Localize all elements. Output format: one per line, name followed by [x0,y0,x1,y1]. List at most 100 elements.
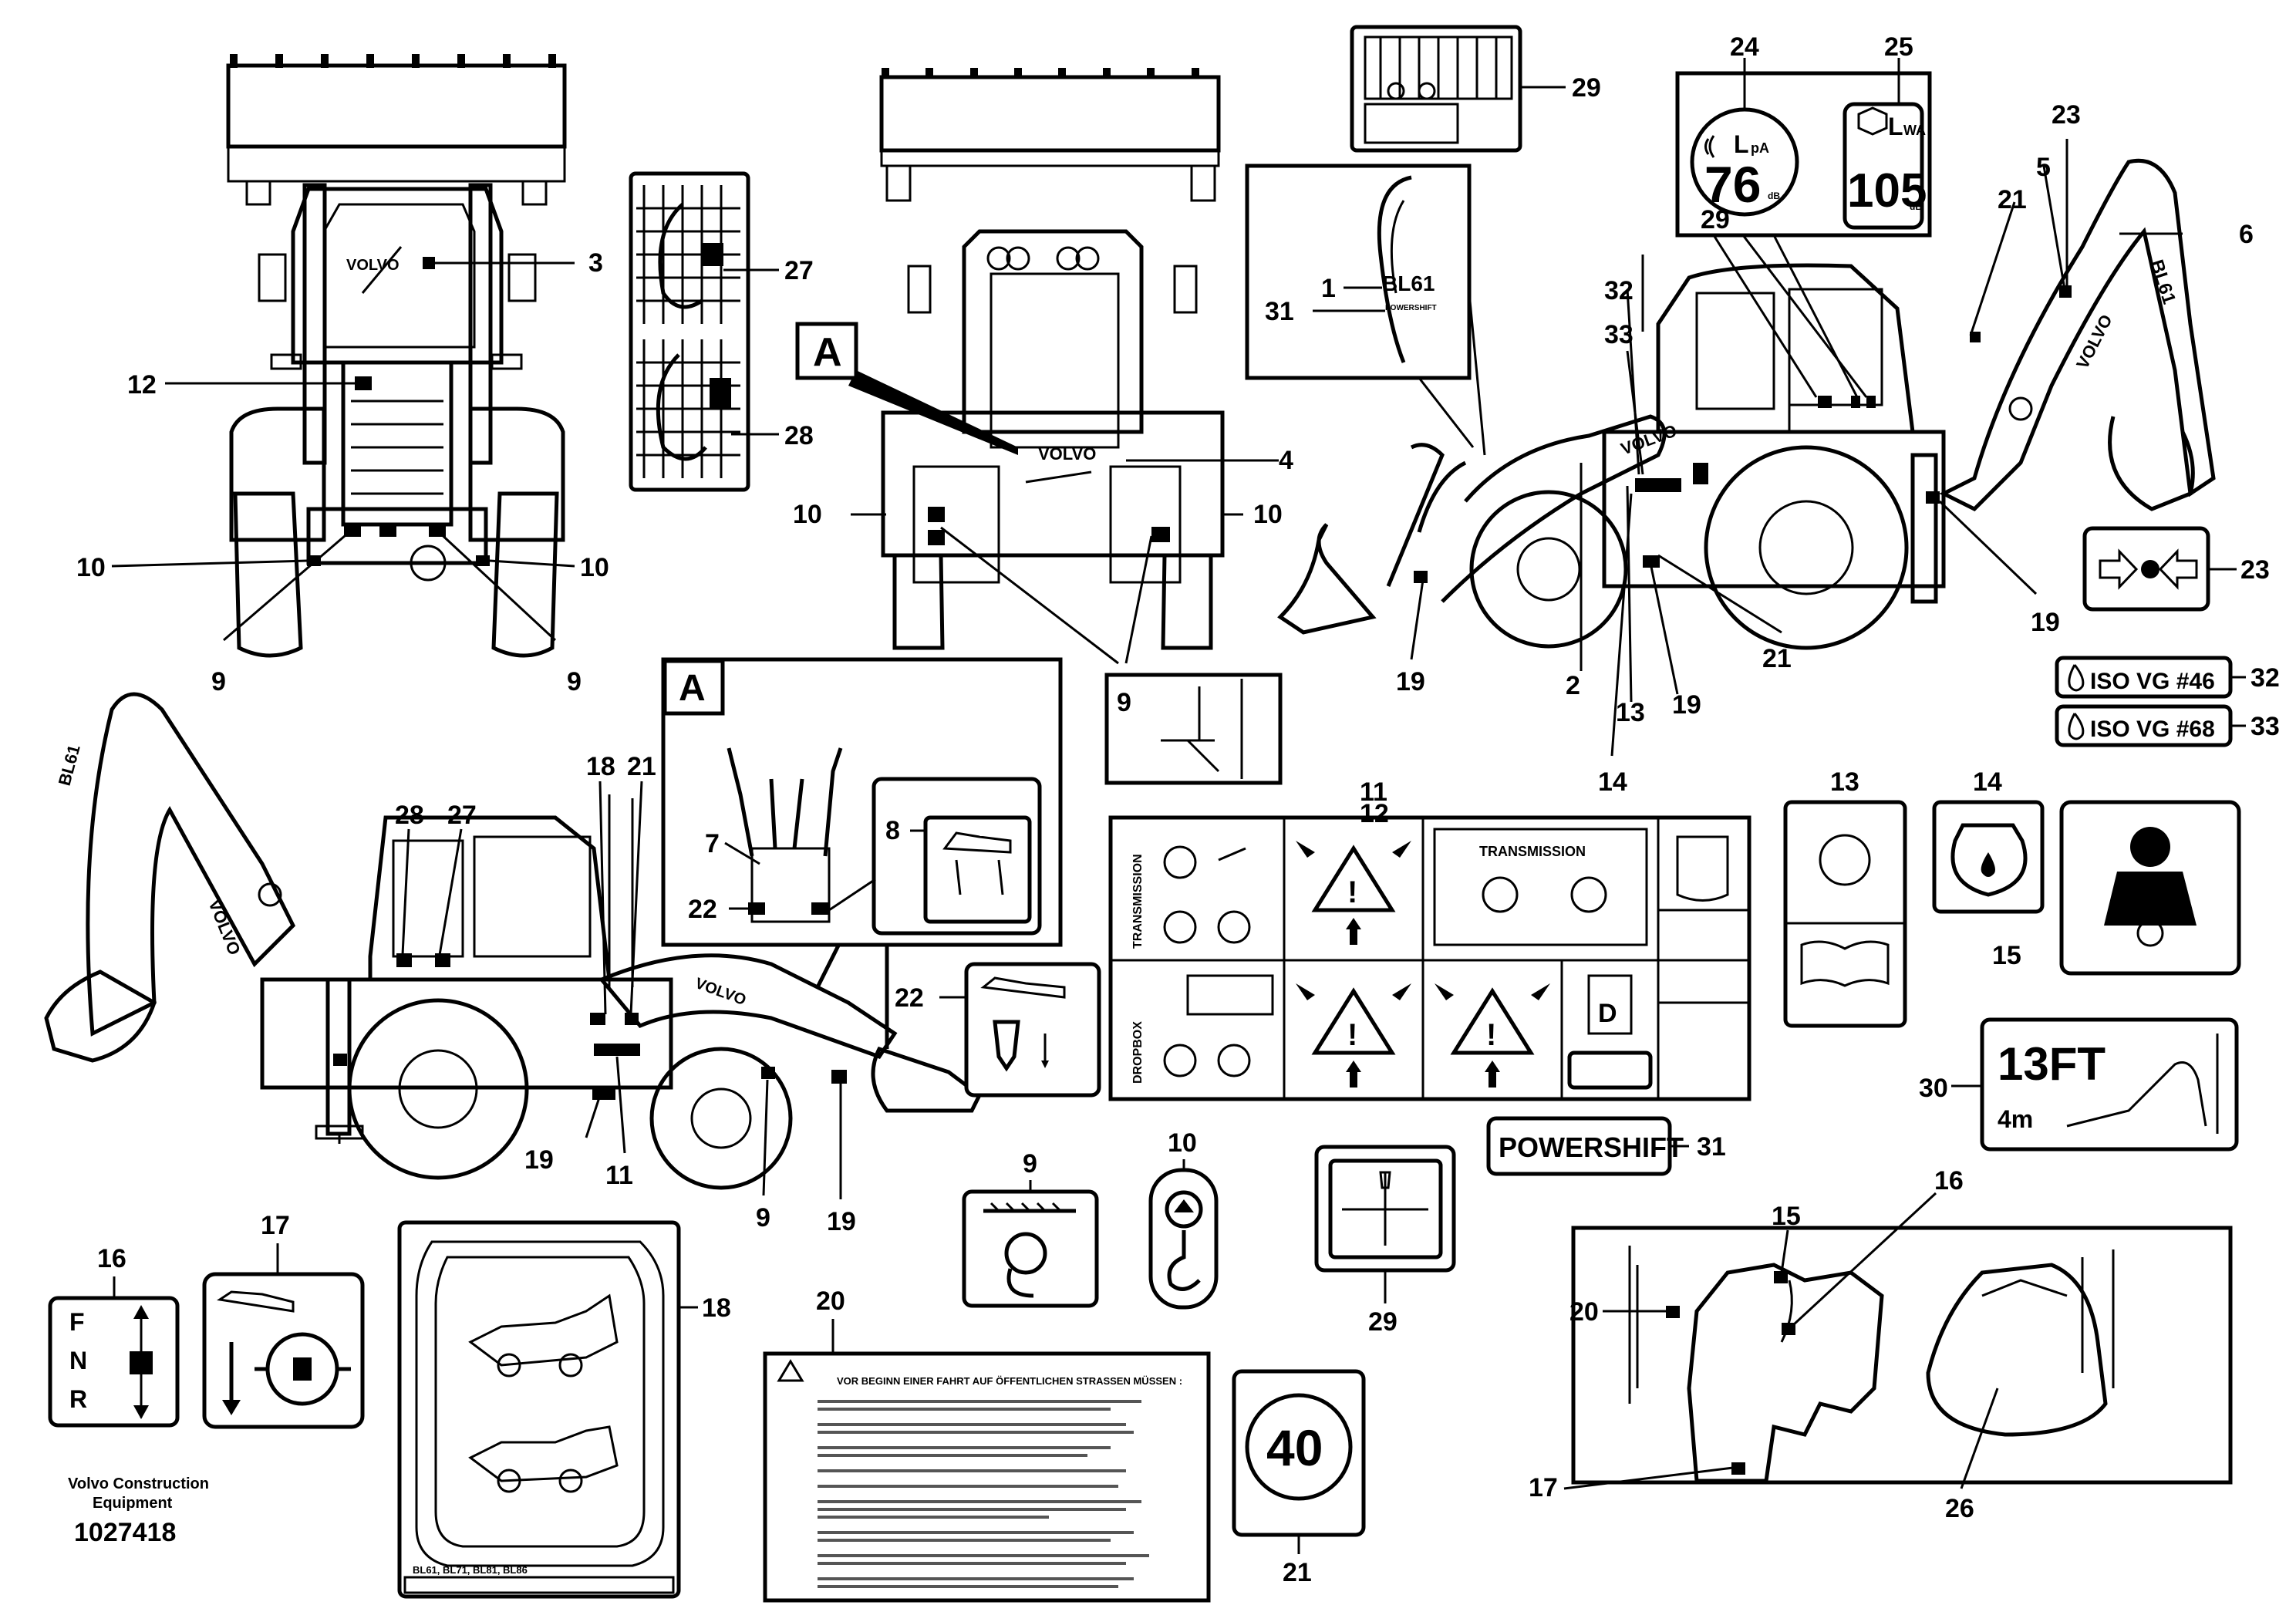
callout: 10 [1168,1128,1197,1158]
callout: 20 [816,1286,845,1316]
callout: 9 [211,667,226,696]
callout: 15 [1992,941,2021,970]
callout: 21 [1998,185,2027,214]
height-ft-text: 13FT [1998,1038,2106,1090]
iso46-text: ISO VG #46 [2090,669,2215,694]
left-arm-brand-decal: VOLVO [693,975,748,1009]
view-a-detail-label: A [679,668,706,709]
callout: 19 [1672,690,1701,720]
callout: 7 [705,829,720,858]
callout: 29 [1701,205,1730,234]
callout: 28 [395,801,424,830]
powershift-text: POWERSHIFT [1499,1131,1684,1163]
left-boom-brand-decal: VOLVO [204,897,244,958]
svg-text:!: ! [1347,1018,1357,1052]
callout: 31 [1697,1132,1726,1162]
front-view-leaders [111,261,575,642]
callout: 13 [1830,767,1859,797]
callout: 19 [1396,667,1425,696]
lwa-symbol: L [1888,113,1903,140]
company-name-line2: Equipment [93,1495,173,1512]
decal-32-iso46: ISO VG #46 [2055,656,2233,699]
cab-interior-detail [1571,1226,2233,1485]
boom-model-decal: BL61 [1382,271,1435,295]
rear-brand-decal: VOLVO [1038,444,1096,464]
speed-text: 40 [1266,1419,1323,1476]
callout: 9 [1023,1149,1037,1179]
callout: 4 [1279,446,1293,475]
callout: 10 [1253,500,1283,529]
callout: 31 [1265,297,1294,326]
transmission-vertical-label: TRANSMISSION [1131,854,1145,949]
callout: 17 [1529,1473,1558,1502]
callout: 23 [2240,555,2270,585]
arm-brand-decal: VOLVO [1618,420,1679,458]
callout: 19 [524,1145,554,1175]
callout: 16 [1934,1166,1964,1195]
callout: 25 [1884,32,1913,62]
callout: 14 [1973,767,2002,797]
decal-15 [2059,800,2241,976]
callout: 6 [2239,220,2254,249]
callout: 9 [567,667,582,696]
callout: 1 [1321,274,1336,303]
callout: 33 [2250,712,2280,741]
decal-23-arrows [2082,526,2210,612]
noise-decal-box: L pA 76 dB L WA 105 dB [1675,71,1932,238]
callout: 21 [1762,644,1792,673]
callout: 22 [895,983,924,1013]
lpa-value: 76 [1704,156,1761,213]
callout: 10 [793,500,822,529]
callout: 2 [1566,671,1580,700]
callout: 26 [1945,1494,1974,1523]
decal-21-speed: 40 [1232,1369,1366,1537]
callout: 17 [261,1211,290,1240]
callout: 33 [1604,320,1633,349]
decal-27-28-panel [629,171,750,492]
decal20-title: VOR BEGINN EINER FAHRT AUF ÖFFENTLICHEN … [837,1375,1182,1387]
lpa-unit: dB [1768,191,1780,201]
front-brand-decal: VOLVO [346,257,400,274]
decal-10 [1148,1168,1219,1310]
callout: 16 [97,1244,126,1273]
callout: 13 [1616,698,1645,727]
boom-model-decal-right: BL61 [2146,258,2180,307]
callout: 28 [784,421,814,450]
bracket-inset [1104,673,1283,785]
callout: 12 [1360,799,1389,828]
callout: 30 [1919,1074,1948,1103]
callout: 22 [688,895,717,924]
height-m-text: 4m [1998,1105,2033,1133]
fnr-n: N [69,1347,87,1374]
decal-11-12-warning-panel: TRANSMISSION DROPBOX ! ! ! TRANSMISSION … [1108,815,1752,1101]
callout: 19 [2031,608,2060,637]
decal-30-height: 13FT 4m [1980,1017,2239,1152]
decal-29-joystick [1314,1145,1456,1273]
view-a-callout: A [795,322,1018,455]
callout: 5 [2036,153,2051,182]
lwa-value: 105 [1847,164,1927,218]
callout: 14 [1598,767,1627,797]
side-view-left-machine: VOLVO BL61 VOLVO [44,692,983,1190]
decal-20-road-warning: VOR BEGINN EINER FAHRT AUF ÖFFENTLICHEN … [763,1351,1211,1603]
callout: 10 [76,553,106,582]
callout: 27 [447,801,477,830]
decal-29-load-chart [1350,25,1522,153]
callout: 19 [827,1207,856,1236]
callout: 3 [588,248,603,278]
dropbox-vertical-label: DROPBOX [1131,1021,1145,1084]
fnr-r: R [69,1385,87,1413]
lwa-unit: dB [1910,201,1922,212]
decal-16-fnr: F N R [48,1296,180,1428]
callout: 29 [1368,1307,1397,1337]
lpa-sub: pA [1751,140,1769,156]
fnr-f: F [69,1308,85,1336]
detail-box-view-a: A [661,657,1063,947]
decal-18-service-chart: BL61, BL71, BL81, BL86 [397,1220,681,1599]
lwa-sub: WA [1903,123,1926,138]
company-name-line1: Volvo Construction [68,1475,209,1492]
rear-view-machine: VOLVO [879,68,1225,650]
lpa-symbol: L [1734,130,1749,158]
callout: 10 [580,553,609,582]
